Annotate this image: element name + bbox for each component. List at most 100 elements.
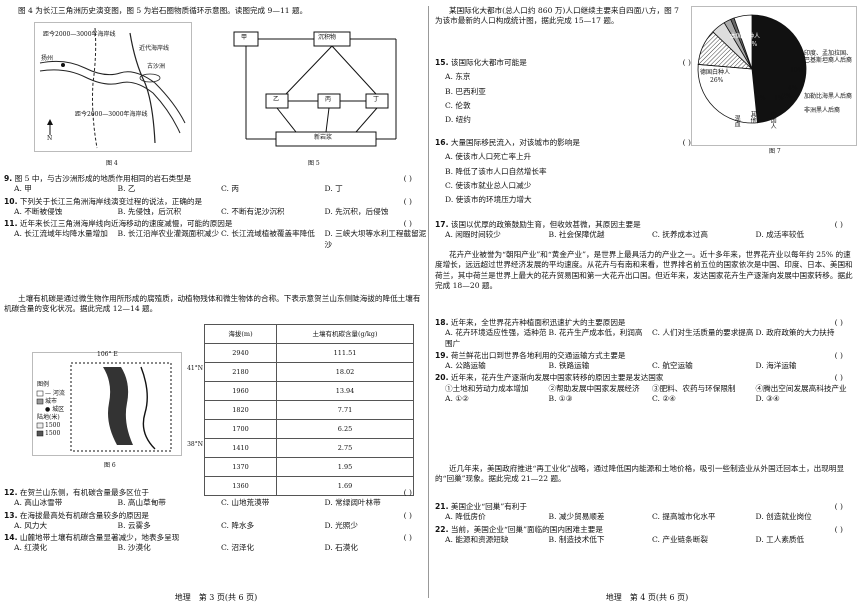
q13-text: 在海拔最高处有机碳含量较多的原因是: [19, 510, 149, 520]
q21-options: A. 降低房价 B. 减少贸易顺差 C. 提高城市化水平 D. 创造就业岗位: [435, 512, 859, 522]
q17-option-a[interactable]: A. 闲暇时间较少: [445, 230, 501, 240]
q13-option-d[interactable]: D. 光照少: [324, 520, 358, 530]
page-divider: [428, 6, 429, 598]
q12-option-a[interactable]: A. 高山冰雪带: [14, 498, 63, 508]
q14-option-b[interactable]: B. 沙漠化: [117, 543, 151, 553]
intro-9-11: 图 4 为长江三角洲历史演变图，图 5 为岩石圈物质循环示意图。读图完成 9—1…: [18, 6, 308, 15]
q15-option-c[interactable]: C. 伦敦: [445, 100, 471, 110]
q20-option-d[interactable]: D. ③④: [755, 393, 780, 403]
fig4-label-coast2: 距今2000—3000年海岸线: [75, 111, 148, 118]
q20-number: 20.: [435, 373, 449, 383]
q18-option-a[interactable]: A. 花卉环境适应性强，适种范围广: [445, 328, 547, 348]
q10-option-b[interactable]: B. 先侵蚀，后沉积: [117, 206, 182, 216]
q22-option-a[interactable]: A. 能源和资源短缺: [445, 534, 509, 544]
q15-answer-box[interactable]: ( ): [682, 58, 691, 67]
q11-option-a[interactable]: A. 长江流域年均降水量增加: [14, 229, 108, 239]
q20-option-a[interactable]: A. ①②: [445, 393, 469, 403]
q13-option-b[interactable]: B. 云雾多: [117, 520, 151, 530]
q18-option-c[interactable]: C. 人们对生活质量的要求提高: [652, 328, 754, 338]
q14-option-d[interactable]: D. 石漠化: [324, 543, 358, 553]
pie-label-native-white: 本国白种人: [730, 33, 761, 40]
q14-option-c[interactable]: C. 沼泽化: [221, 543, 255, 553]
q17-answer-box[interactable]: ( ): [834, 220, 843, 229]
q20-option-c[interactable]: C. ②④: [652, 393, 676, 403]
q10-answer-box[interactable]: ( ): [403, 196, 412, 206]
q12-option-d[interactable]: D. 常绿阔叶林带: [324, 498, 381, 508]
q22-answer-box[interactable]: ( ): [834, 524, 843, 534]
pie-slice: [751, 14, 807, 124]
q22-option-b[interactable]: B. 制造技术低下: [548, 534, 605, 544]
q15-option-b[interactable]: B. 巴西利亚: [445, 86, 486, 96]
question-19: 19. 荷兰鲜花出口到世界各地利用的交通运输方式主要是 ( ) A. 公路运输 …: [435, 351, 859, 372]
q18-options: A. 花卉环境适应性强，适种范围广 B. 花卉生产成本低，利润高 C. 人们对生…: [435, 328, 859, 349]
pie-label-south-asian: 印度、孟加拉国、巴基斯坦裔人后裔: [804, 50, 853, 64]
q12-number: 12.: [4, 488, 18, 497]
q17-option-b[interactable]: B. 社会保障优越: [548, 230, 605, 240]
q19-option-b[interactable]: B. 铁路运输: [548, 361, 590, 370]
q9-option-b[interactable]: B. 乙: [117, 184, 136, 194]
q16-option-c[interactable]: C. 使该市就业总人口减少: [445, 180, 532, 190]
q21-option-c[interactable]: C. 提高城市化水平: [652, 512, 716, 522]
q16-option-d[interactable]: D. 使该市的环境压力增大: [445, 195, 532, 204]
q13-option-a[interactable]: A. 风力大: [14, 520, 48, 530]
q9-option-c[interactable]: C. 丙: [221, 184, 239, 194]
q21-option-d[interactable]: D. 创造就业岗位: [755, 512, 812, 522]
q9-option-a[interactable]: A. 甲: [14, 184, 32, 194]
pie-label-african-pct: 2%: [782, 93, 792, 100]
q19-option-c[interactable]: C. 航空运输: [652, 361, 693, 370]
question-15: 15. 该国际化大都市可能是 ( ) A. 东京 B. 巴西利亚 C. 伦敦 D…: [435, 58, 695, 125]
q14-answer-box[interactable]: ( ): [403, 533, 412, 542]
fig6-longitude: 106° E: [97, 351, 118, 358]
q18-text: 近年来，全世界花卉种植面积迅速扩大的主要原因是: [450, 318, 626, 327]
q19-option-a[interactable]: A. 公路运输: [445, 361, 486, 370]
q12-option-c[interactable]: C. 山地荒漠带: [221, 498, 270, 508]
q16-answer-box[interactable]: ( ): [682, 138, 691, 147]
q16-option-a[interactable]: A. 使该市人口死亡率上升: [445, 152, 532, 162]
q18-option-d[interactable]: D. 政府政策的大力扶持: [755, 328, 835, 338]
q16-text: 大量国际移民流入，对该城市的影响是: [450, 138, 580, 147]
q14-option-a[interactable]: A. 红漠化: [14, 543, 48, 553]
q11-option-d[interactable]: D. 三峡大坝等水利工程截留泥沙: [324, 229, 427, 249]
q20-option-b[interactable]: B. ①③: [548, 393, 573, 403]
q9-option-d[interactable]: D. 丁: [324, 184, 343, 194]
q21-option-a[interactable]: A. 降低房价: [445, 512, 486, 522]
q19-answer-box[interactable]: ( ): [834, 350, 843, 360]
fig6-legend-high: 1500: [45, 430, 61, 437]
q20-statement-2: ②帮助发展中国家发展经济: [548, 383, 640, 393]
q10-option-c[interactable]: C. 不断有泥沙沉积: [221, 206, 285, 216]
q22-option-d[interactable]: D. 工人素质低: [755, 534, 805, 544]
q10-option-a[interactable]: A. 不断被侵蚀: [14, 206, 63, 216]
fig6-lat-south: 38°N: [187, 441, 203, 448]
q11-option-b[interactable]: B. 长江沿岸农业灌溉面积减少: [117, 229, 220, 239]
q13-answer-box[interactable]: ( ): [403, 510, 412, 520]
q18-answer-box[interactable]: ( ): [834, 318, 843, 327]
q17-option-c[interactable]: C. 抚养成本过高: [652, 230, 708, 240]
pie-label-south-asian-pct: 10%: [790, 67, 804, 74]
pie-label-caribbean: 加勒比海黑人后裔: [804, 93, 853, 100]
q18-option-b[interactable]: B. 花卉生产成本低，利润高: [548, 328, 643, 338]
q13-option-c[interactable]: C. 降水多: [221, 520, 255, 530]
intro-21-22: 近几年来，美国政府推进“再工业化”战略，通过降低国内能源和土地价格，吸引一些制造…: [435, 464, 845, 484]
q22-option-c[interactable]: C. 产业链条断裂: [652, 534, 708, 544]
right-page: 某国际化大都市(总人口约 860 万)人口继续主要来自四面八方，图 7 为该市最…: [435, 0, 859, 606]
q20-answer-box[interactable]: ( ): [834, 373, 843, 383]
q15-option-a[interactable]: A. 东京: [445, 72, 471, 82]
question-10: 10. 下列关于长江三角洲海岸线演变过程的说法，正确的是 ( ) A. 不断被侵…: [4, 197, 428, 218]
q12-answer-box[interactable]: ( ): [403, 488, 412, 497]
table-cell: 111.51: [276, 343, 414, 363]
q11-answer-box[interactable]: ( ): [403, 219, 412, 228]
q21-option-b[interactable]: B. 减少贸易顺差: [548, 512, 605, 522]
q16-option-b[interactable]: B. 降低了该市人口自然增长率: [445, 166, 547, 176]
q15-option-d[interactable]: D. 纽约: [445, 115, 471, 124]
pie-label-german-white-pct: 26%: [710, 77, 724, 84]
q21-answer-box[interactable]: ( ): [834, 502, 843, 511]
q17-text: 该国以优厚的政策鼓励生育，但收效甚微，其原因主要是: [450, 220, 641, 229]
q19-option-d[interactable]: D. 海洋运输: [755, 361, 797, 370]
q12-option-b[interactable]: B. 高山草甸带: [117, 498, 166, 508]
q11-option-c[interactable]: C. 长江流域植被覆盖率降低: [221, 229, 315, 239]
q17-option-d[interactable]: D. 成活率较低: [755, 230, 805, 240]
q22-options: A. 能源和资源短缺 B. 制造技术低下 C. 产业链条断裂 D. 工人素质低: [435, 535, 859, 545]
q9-answer-box[interactable]: ( ): [403, 174, 412, 183]
q10-option-d[interactable]: D. 先沉积，后侵蚀: [324, 206, 389, 216]
